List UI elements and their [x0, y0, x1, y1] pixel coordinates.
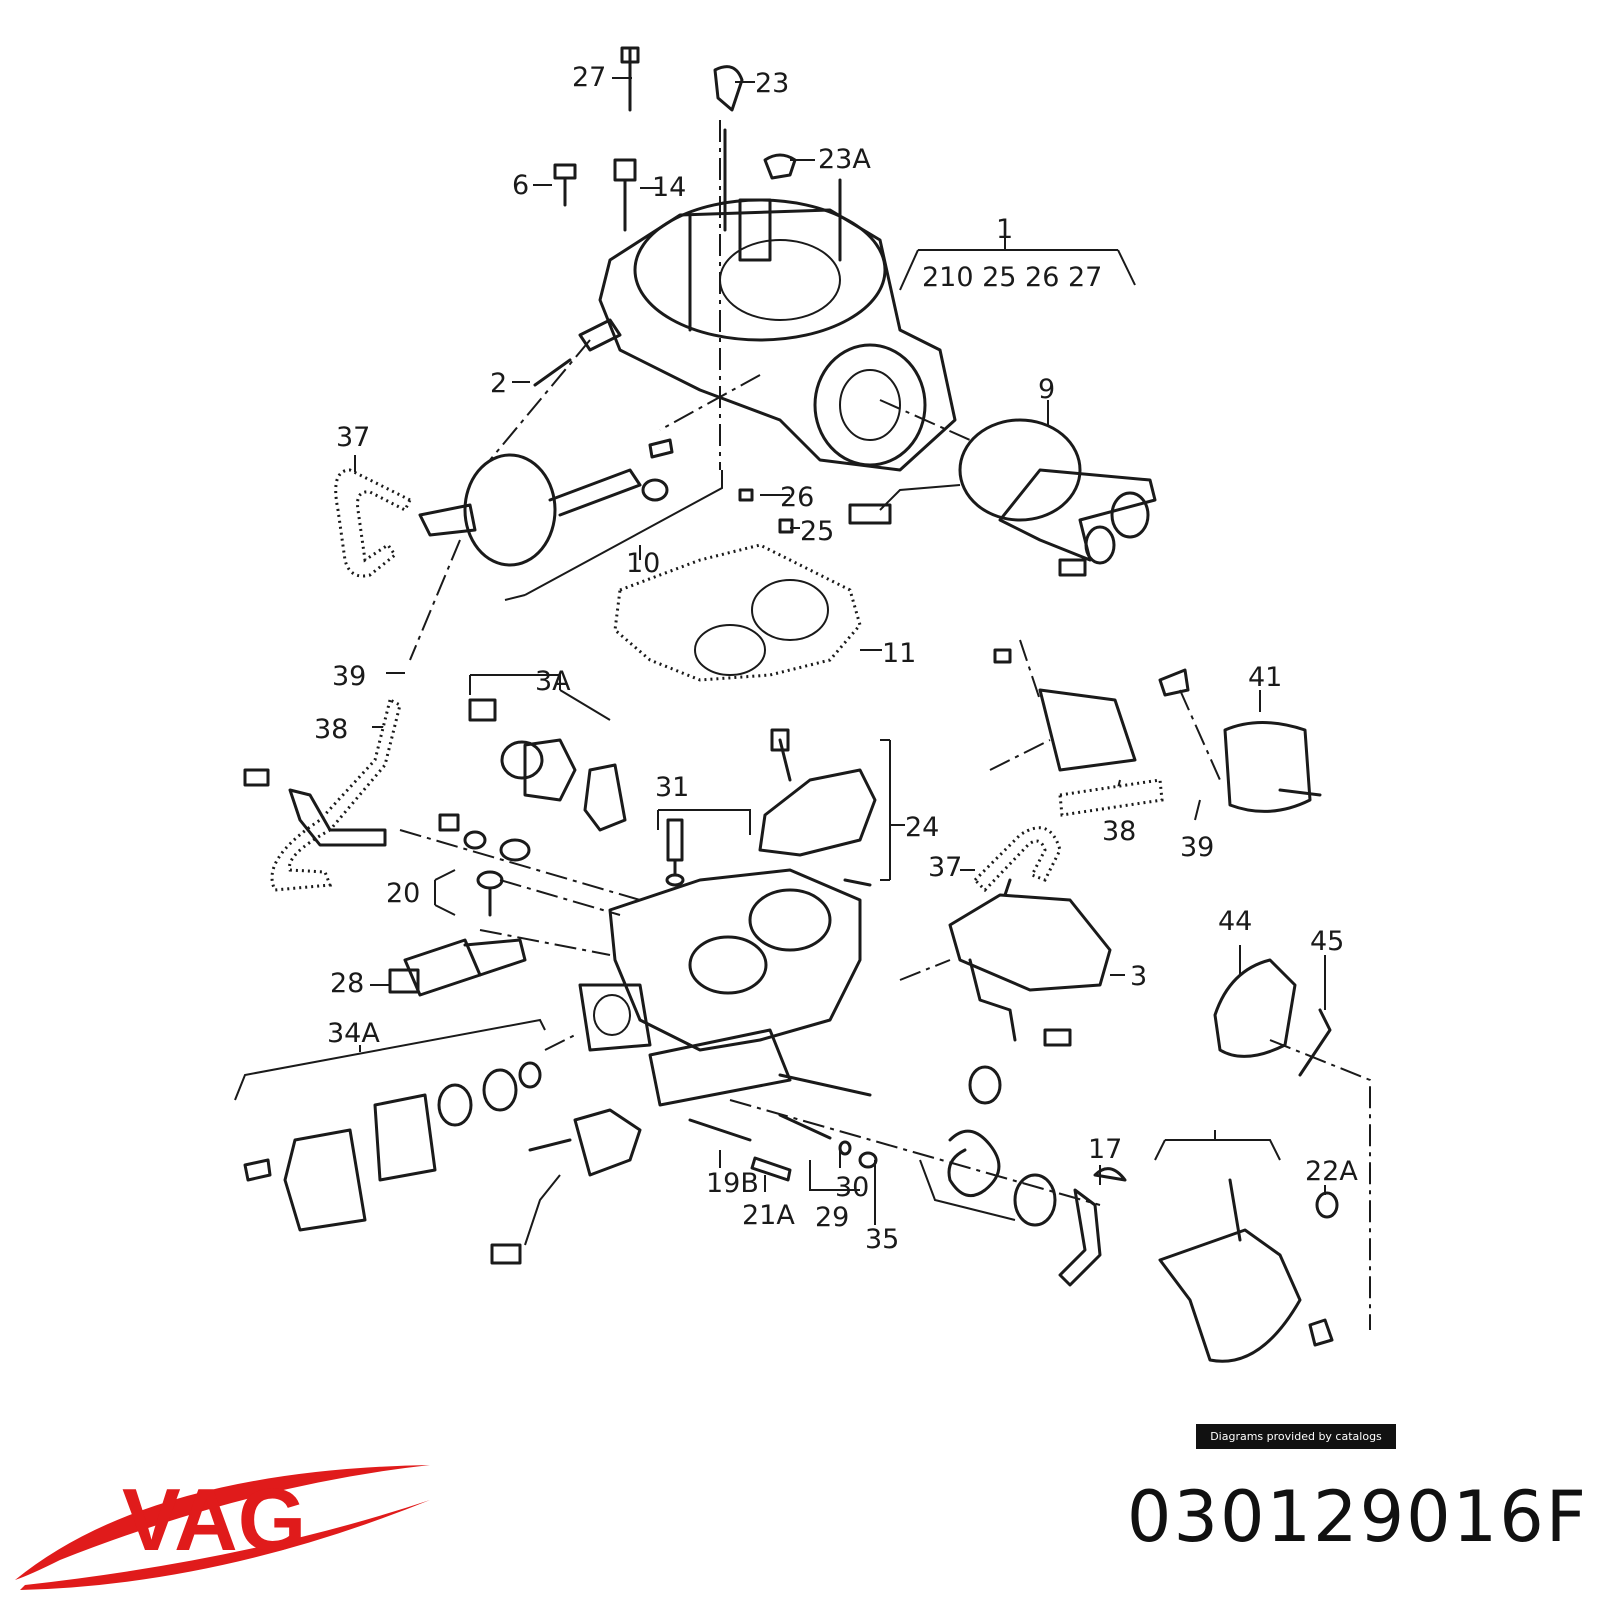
callout-3a: 3A — [535, 666, 571, 697]
callout-17: 17 — [1088, 1134, 1122, 1165]
logo-wordmark: VAG — [122, 1470, 306, 1569]
callout-37-top: 37 — [336, 422, 370, 453]
accelerator-pump — [243, 1061, 542, 1232]
cutoff-valve — [993, 648, 1322, 813]
callout-2: 2 — [490, 368, 507, 399]
callout-20: 20 — [386, 878, 420, 909]
callout-31: 31 — [655, 772, 689, 803]
top-screws — [533, 46, 797, 387]
callout-1-group: 210 25 26 27 — [922, 262, 1102, 293]
callout-10: 10 — [626, 548, 660, 579]
logo-swoosh-lower — [20, 1500, 430, 1590]
callout-28: 28 — [330, 968, 364, 999]
switch-44 — [1213, 958, 1332, 1077]
throttle-switch — [490, 1108, 642, 1265]
jets — [688, 1113, 878, 1182]
callout-6: 6 — [512, 170, 529, 201]
callout-19b: 19B — [706, 1168, 759, 1199]
diagram-credit-watermark: Diagrams provided by catalogs parts — [1196, 1424, 1396, 1468]
return-spring — [947, 1129, 1127, 1287]
washers — [438, 813, 531, 917]
air-cover — [758, 728, 877, 887]
callout-34a: 34A — [327, 1018, 380, 1049]
callout-25: 25 — [800, 516, 834, 547]
throttle-body — [578, 868, 872, 1107]
callout-21a: 21A — [742, 1200, 795, 1231]
callout-1: 1 — [996, 214, 1013, 245]
pulldown-diaphragm — [948, 878, 1112, 1105]
vacuum-unit — [418, 438, 794, 567]
callout-41: 41 — [1248, 662, 1282, 693]
callout-39-left: 39 — [332, 661, 366, 692]
callout-23a: 23A — [818, 144, 871, 175]
callout-22a: 22A — [1305, 1156, 1358, 1187]
carburetor-top-cover — [578, 128, 957, 472]
choke-unit — [848, 418, 1157, 577]
callout-3: 3 — [1130, 961, 1147, 992]
callout-27-top: 27 — [572, 62, 606, 93]
thermo-valve — [243, 698, 627, 847]
callout-45: 45 — [1310, 926, 1344, 957]
callout-23: 23 — [755, 68, 789, 99]
callout-11: 11 — [882, 638, 916, 669]
solenoid-valve — [388, 938, 527, 997]
callout-30: 30 — [835, 1172, 869, 1203]
hoses — [270, 468, 1164, 893]
gasket — [613, 543, 862, 682]
assembly-centerlines — [399, 120, 1371, 1330]
callout-44: 44 — [1218, 906, 1252, 937]
callout-35: 35 — [865, 1224, 899, 1255]
callout-29: 29 — [815, 1202, 849, 1233]
logo-swoosh — [15, 1465, 430, 1580]
choke-lever — [1158, 1178, 1339, 1363]
leader-lines — [234, 77, 1326, 1225]
vag-logo: VAG — [15, 1465, 430, 1590]
callout-37-mid: 37 — [928, 852, 962, 883]
callout-24: 24 — [905, 812, 939, 843]
callout-labels: 27 23 23A 6 14 1 210 25 26 27 2 9 37 26 … — [314, 62, 1358, 1255]
needle-valve — [665, 818, 685, 887]
part-number: 030129016F — [1126, 1476, 1588, 1558]
callout-9: 9 — [1038, 374, 1055, 405]
callout-39-right: 39 — [1180, 832, 1214, 863]
callout-38-left: 38 — [314, 714, 348, 745]
callout-14: 14 — [652, 172, 686, 203]
callout-38-right: 38 — [1102, 816, 1136, 847]
callout-26: 26 — [780, 482, 814, 513]
